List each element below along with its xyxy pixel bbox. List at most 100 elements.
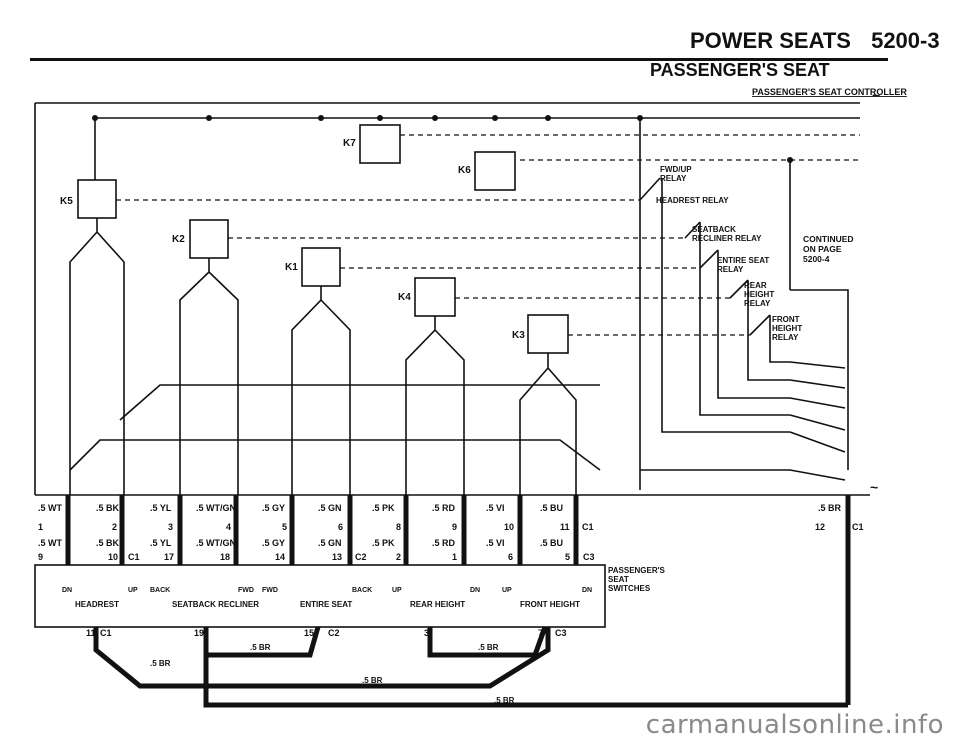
ground-wire-label: .5 BR — [362, 676, 383, 685]
pin-number: 1 — [38, 522, 43, 532]
switch-direction: DN — [62, 587, 72, 594]
relay-label-line: RELAY — [772, 333, 799, 342]
wire-label: .5 GN — [318, 538, 342, 548]
connector-label: C1 — [582, 522, 594, 532]
switch-direction: BACK — [352, 587, 372, 594]
ground-wire-label: .5 BR — [478, 643, 499, 652]
k-label: K4 — [398, 292, 411, 303]
junction-dot — [206, 115, 212, 121]
switch-direction: BACK — [150, 587, 170, 594]
pin-number: 10 — [108, 552, 118, 562]
pin-number: 3 — [168, 522, 173, 532]
switch-block-frame — [34, 564, 606, 628]
wire-label: .5 RD — [432, 503, 456, 513]
ground-pin: 19 — [194, 628, 204, 638]
pin-number: 5 — [282, 522, 287, 532]
junction-dot — [787, 157, 793, 163]
wire-label: .5 BK — [96, 503, 120, 513]
wire-label: .5 WT/GN — [196, 503, 236, 513]
junction-dots — [92, 115, 793, 163]
pins-top: 1 2 3 4 5 6 8 9 10 11 12 C1 C1 — [38, 522, 864, 532]
k-label: K1 — [285, 262, 298, 273]
switch-direction: UP — [128, 587, 138, 594]
switch-group-label: SEATBACK RECLINER — [172, 600, 259, 609]
ground-wires: .5 BR .5 BR .5 BR .5 BR .5 BR — [93, 626, 848, 708]
wire-label: .5 GN — [318, 503, 342, 513]
wire-label: .5 BU — [540, 503, 563, 513]
ground-wire-label: .5 BR — [150, 659, 171, 668]
relay-label-line: HEIGHT — [744, 290, 774, 299]
junction-dot — [432, 115, 438, 121]
bus-lines — [94, 117, 860, 490]
pin-number: 8 — [396, 522, 401, 532]
wire-label: .5 GY — [262, 503, 285, 513]
pin-number: 4 — [226, 522, 231, 532]
junction-dot — [492, 115, 498, 121]
switch-direction: UP — [502, 587, 512, 594]
switches-label-line: SWITCHES — [608, 584, 651, 593]
relay-k-labels: K7 K6 K5 K2 K1 K4 K3 — [60, 138, 525, 341]
relay-k1-coil — [301, 247, 341, 287]
break-mark-bottom: ~ — [870, 479, 878, 495]
pin-number: 10 — [504, 522, 514, 532]
section-title-text: POWER SEATS — [690, 28, 851, 53]
connector-label: C3 — [583, 552, 595, 562]
watermark: carmanualsonline.info — [645, 710, 944, 740]
switch-group-label: HEADREST — [75, 600, 119, 609]
pin-number: 17 — [164, 552, 174, 562]
pin-number: 6 — [338, 522, 343, 532]
ground-wire-label: .5 BR — [494, 696, 515, 705]
k-label: K7 — [343, 138, 356, 149]
relay-k5-coil — [77, 179, 117, 219]
junction-dot — [318, 115, 324, 121]
relay-k6-coil — [474, 151, 516, 191]
relay-label-line: RECLINER RELAY — [692, 234, 762, 243]
diagram-subtitle: PASSENGER'S SEAT — [650, 60, 830, 80]
switch-group-label: ENTIRE SEAT — [300, 600, 352, 609]
switches-label-line: PASSENGER'S — [608, 566, 666, 575]
relay-k7-coil — [359, 124, 401, 164]
pin-number: 11 — [560, 522, 570, 532]
switch-direction: DN — [470, 587, 480, 594]
pin-number: 18 — [220, 552, 230, 562]
wire-label: .5 VI — [486, 503, 505, 513]
relay-label-line: FRONT — [772, 315, 800, 324]
break-mark-top: ~ — [872, 87, 880, 103]
section-title: POWER SEATS 5200-3 — [690, 28, 940, 54]
switch-group-label: FRONT HEIGHT — [520, 600, 580, 609]
ground-pin: 3 — [424, 628, 429, 638]
switch-direction: UP — [392, 587, 402, 594]
continued-line: ON PAGE — [803, 244, 842, 254]
relay-k4-coil — [414, 277, 456, 317]
wire-label: .5 GY — [262, 538, 285, 548]
ground-pin: 15 — [304, 628, 314, 638]
connector-label: C1 — [852, 522, 864, 532]
wire-label: .5 PK — [372, 538, 395, 548]
junction-dot — [545, 115, 551, 121]
ground-wire-label: .5 BR — [250, 643, 271, 652]
relay-k3-coil — [527, 314, 569, 354]
wire-label: .5 WT/GN — [196, 538, 236, 548]
ground-connector: C3 — [555, 628, 567, 638]
connector-label: C2 — [355, 552, 367, 562]
relay-label-line: ENTIRE SEAT — [717, 256, 769, 265]
thick-wires — [65, 495, 851, 705]
header-rule — [30, 58, 888, 61]
relay-k2-coil — [189, 219, 229, 259]
wire-label: .5 WT — [38, 503, 63, 513]
ground-pin: 11 — [86, 628, 96, 638]
control-lines — [116, 199, 750, 336]
switch-direction: FWD — [262, 587, 278, 594]
wire-label: .5 YL — [150, 503, 172, 513]
wire-label: .5 WT — [38, 538, 63, 548]
wire-label: .5 RD — [432, 538, 456, 548]
